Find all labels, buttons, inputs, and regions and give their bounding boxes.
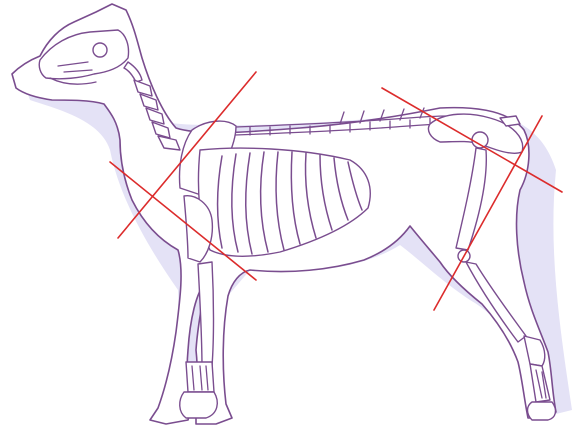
dog-skeleton-diagram <box>0 0 582 443</box>
